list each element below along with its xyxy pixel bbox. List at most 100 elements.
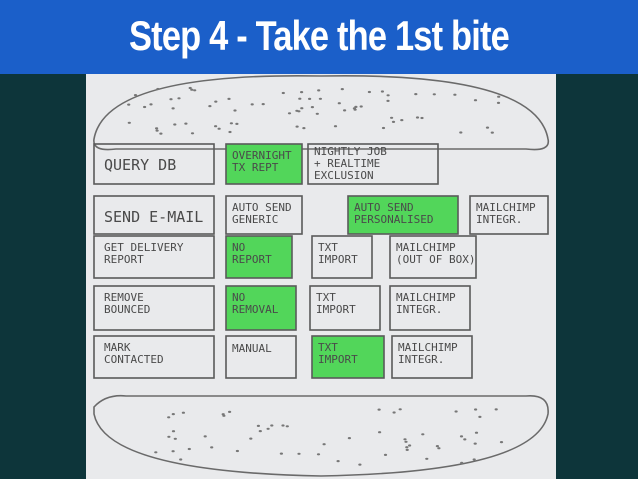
sesame-seed xyxy=(384,454,387,456)
sesame-seed xyxy=(495,408,498,410)
sesame-seed xyxy=(403,438,406,440)
step-label-line: SEND E-MAIL xyxy=(104,208,203,226)
sesame-seed xyxy=(453,94,456,96)
sesame-seed xyxy=(368,91,371,93)
sesame-seed xyxy=(149,103,152,105)
option-label-line: INTEGR. xyxy=(396,303,442,316)
title-bar: Step 4 - Take the 1st bite xyxy=(0,0,638,74)
option-label-line: REPORT xyxy=(232,253,272,266)
sesame-seed xyxy=(267,428,270,430)
option-label-line: GENERIC xyxy=(232,213,278,226)
sesame-seed xyxy=(222,415,225,417)
sesame-seed xyxy=(155,127,158,129)
sesame-seed xyxy=(421,433,424,435)
sesame-seed xyxy=(154,451,157,453)
sesame-seed xyxy=(282,92,285,94)
sesame-seed xyxy=(497,96,500,98)
sesame-seed xyxy=(405,446,408,448)
sesame-seed xyxy=(463,438,466,440)
sesame-seed xyxy=(341,88,344,90)
sesame-seed xyxy=(338,102,341,104)
option-label-line: IMPORT xyxy=(316,303,356,316)
top-bun xyxy=(94,76,548,150)
option-label-line: INTEGR. xyxy=(476,213,522,226)
sesame-seed xyxy=(311,106,314,108)
option-label-line: MANUAL xyxy=(232,342,272,355)
option-label-line: PERSONALISED xyxy=(354,213,433,226)
step-label-line: CONTACTED xyxy=(104,353,164,366)
sesame-seed xyxy=(188,448,191,450)
sesame-seed xyxy=(392,121,395,123)
option-label-line: IMPORT xyxy=(318,353,358,366)
sesame-seed xyxy=(459,131,462,133)
sesame-seed xyxy=(134,94,137,96)
sesame-seed xyxy=(172,450,175,452)
sesame-seed xyxy=(460,435,463,437)
sesame-seed xyxy=(387,94,390,96)
sesame-seed xyxy=(228,131,231,133)
sesame-seed xyxy=(300,91,303,93)
sesame-seed xyxy=(474,443,477,445)
sesame-seed xyxy=(227,98,230,100)
sesame-seed xyxy=(177,97,180,99)
sesame-seed xyxy=(302,127,305,129)
sesame-seed xyxy=(156,88,159,90)
sesame-seed xyxy=(286,425,289,427)
sesame-seed xyxy=(460,462,463,464)
option-label-line: TX REPT xyxy=(232,161,279,174)
option-label-line: EXCLUSION xyxy=(314,169,374,182)
sesame-seed xyxy=(486,127,489,129)
sesame-seed xyxy=(270,424,273,426)
sesame-seed xyxy=(404,441,407,443)
sesame-seed xyxy=(382,127,385,129)
option-label-line: REMOVAL xyxy=(232,303,279,316)
sesame-seed xyxy=(214,101,217,103)
sesame-seed xyxy=(156,130,159,132)
sesame-seed xyxy=(400,119,403,121)
sesame-seed xyxy=(420,117,423,119)
sesame-seed xyxy=(233,109,236,111)
sesame-seed xyxy=(127,104,130,106)
sesame-seed xyxy=(348,437,351,439)
sesame-seed xyxy=(295,110,298,112)
sesame-seed xyxy=(473,458,476,460)
sesame-seed xyxy=(381,90,384,92)
sesame-seed xyxy=(386,100,389,102)
sesame-seed xyxy=(193,89,196,91)
sesame-seed xyxy=(230,122,233,124)
sesame-seed xyxy=(378,409,381,411)
sesame-seed xyxy=(436,445,439,447)
sesame-seed xyxy=(174,438,177,440)
sesame-seed xyxy=(172,413,175,415)
sesame-seed xyxy=(172,107,175,109)
sesame-seed xyxy=(416,116,419,118)
sesame-seed xyxy=(319,98,322,100)
sesame-seed xyxy=(179,458,182,460)
option-label-line: (OUT OF BOX) xyxy=(396,253,475,266)
sesame-seed xyxy=(323,443,326,445)
sesame-seed xyxy=(358,464,361,466)
sesame-seed xyxy=(300,107,303,109)
sesame-seed xyxy=(251,103,254,105)
sesame-seed xyxy=(173,123,176,125)
burger-sketch: QUERY DBOVERNIGHTTX REPTNIGHTLY JOB+ REA… xyxy=(86,74,556,479)
sesame-seed xyxy=(478,416,481,418)
option-label-line: IMPORT xyxy=(318,253,358,266)
sesame-seed xyxy=(172,430,175,432)
sesame-seed xyxy=(218,128,221,130)
sesame-seed xyxy=(210,446,213,448)
sesame-seed xyxy=(184,123,187,125)
sesame-seed xyxy=(296,126,299,128)
sesame-seed xyxy=(235,123,238,125)
sesame-seed xyxy=(189,87,192,89)
sesame-seed xyxy=(167,416,170,418)
sesame-seed xyxy=(399,408,402,410)
sesame-seed xyxy=(228,411,231,413)
sesame-seed xyxy=(414,93,417,95)
sesame-seed xyxy=(393,411,396,413)
sesame-seed xyxy=(262,103,265,105)
sesame-seed xyxy=(191,132,194,134)
sesame-seed xyxy=(208,105,211,107)
